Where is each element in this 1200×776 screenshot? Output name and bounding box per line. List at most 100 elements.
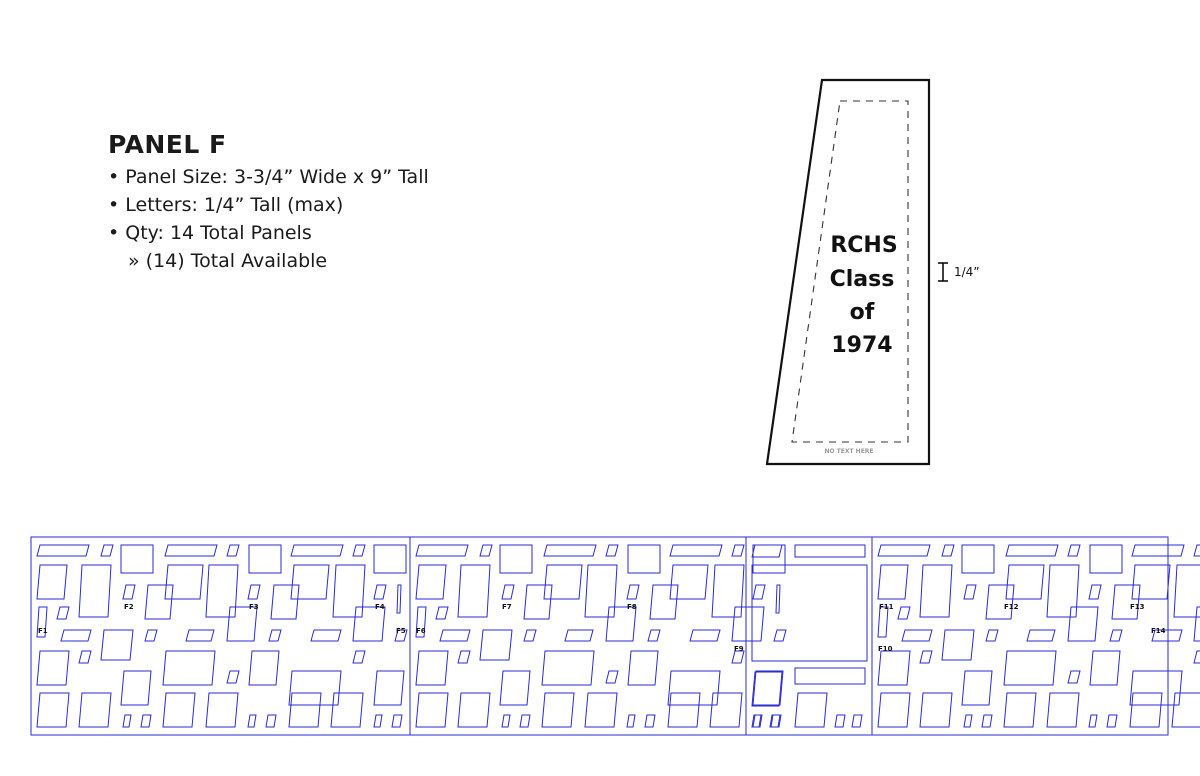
cutout xyxy=(288,670,342,706)
panel-label: F11 xyxy=(879,603,894,611)
cutout xyxy=(584,692,618,728)
panel-label: F4 xyxy=(375,603,385,611)
cutout xyxy=(1106,714,1118,728)
cutout xyxy=(523,584,553,620)
cutout xyxy=(919,564,953,618)
cutout xyxy=(961,670,993,706)
cutout xyxy=(439,629,471,642)
cutout xyxy=(140,714,152,728)
cutout xyxy=(457,564,491,618)
cutout xyxy=(1005,564,1045,600)
sample-line-1: RCHS xyxy=(830,233,897,258)
cutout xyxy=(247,584,261,600)
cutout xyxy=(501,584,515,600)
cutout xyxy=(352,606,386,642)
cutout xyxy=(1046,692,1080,728)
cutout xyxy=(144,629,158,642)
cutout xyxy=(901,629,933,642)
spec-letters: • Letters: 1/4” Tall (max) xyxy=(108,194,344,216)
cutout xyxy=(1067,606,1099,642)
cutout xyxy=(985,629,999,642)
cutout xyxy=(751,544,783,558)
panel-label: F8 xyxy=(627,603,637,611)
panel-label: F10 xyxy=(878,645,893,653)
cutout xyxy=(709,692,743,728)
strip-outline xyxy=(30,536,1169,736)
cutout xyxy=(1088,584,1102,600)
sample-line-4: 1974 xyxy=(831,333,892,358)
cutout xyxy=(773,629,787,642)
cutout xyxy=(457,650,471,664)
cutout xyxy=(36,692,70,728)
cutout xyxy=(415,544,469,557)
panel-outline xyxy=(765,78,931,466)
sample-line-3: of xyxy=(850,300,875,325)
cutout xyxy=(162,692,196,728)
cutout xyxy=(310,629,342,642)
cutout xyxy=(941,629,975,661)
panel-label: F3 xyxy=(249,603,259,611)
cutout xyxy=(877,564,909,600)
cutout xyxy=(751,671,783,707)
panel-labels: F1 F2 F3 F4 F5 F6 F7 F8 F9 F10 F11 F12 F… xyxy=(38,603,1166,653)
cutout xyxy=(731,606,765,642)
sample-line-2: Class xyxy=(830,267,895,292)
cutout xyxy=(1171,692,1200,728)
cutout xyxy=(731,544,745,557)
cutout xyxy=(247,714,257,728)
panel-label: F6 xyxy=(416,627,426,635)
cutout xyxy=(435,606,449,620)
cutout xyxy=(1005,544,1059,557)
cutout xyxy=(36,606,48,638)
cutout xyxy=(669,564,709,600)
cutout xyxy=(373,714,383,728)
cutout xyxy=(391,714,403,728)
cutout xyxy=(605,544,619,557)
cutout xyxy=(396,584,402,614)
cutout xyxy=(1003,650,1057,686)
panel-label: F5 xyxy=(396,627,406,635)
cutout xyxy=(564,629,594,642)
cutout xyxy=(1067,670,1081,684)
cutout xyxy=(288,692,322,728)
cutout xyxy=(1193,606,1200,642)
cutout xyxy=(330,692,364,728)
cutout xyxy=(1173,564,1200,618)
cutout xyxy=(499,544,533,574)
cutout xyxy=(415,606,427,638)
cutout xyxy=(185,629,215,642)
cutout xyxy=(877,544,931,557)
cutout xyxy=(543,564,583,600)
cutout xyxy=(373,670,405,706)
cutout xyxy=(963,584,977,600)
cutout xyxy=(669,544,723,557)
cutout xyxy=(144,584,174,620)
no-text-footer: NO TEXT HERE xyxy=(824,448,873,455)
cutout xyxy=(1129,670,1183,706)
cutout xyxy=(1088,714,1098,728)
cutout xyxy=(290,564,330,600)
cutout xyxy=(775,584,781,614)
cutout xyxy=(120,544,154,574)
cutout xyxy=(1089,650,1121,686)
letter-height-dimension: 1/4” xyxy=(938,262,980,282)
panel-label: F7 xyxy=(502,603,512,611)
cutout-shapes xyxy=(36,544,1200,728)
cutout xyxy=(1109,629,1123,642)
sample-panel: RCHS Class of 1974 NO TEXT HERE xyxy=(765,78,931,466)
spec-size: • Panel Size: 3-3/4” Wide x 9” Tall xyxy=(108,166,429,188)
cutout xyxy=(352,544,366,557)
cutout xyxy=(78,564,112,618)
cutout xyxy=(1129,692,1163,728)
cutout xyxy=(36,544,90,557)
cutout xyxy=(647,629,661,642)
cutout xyxy=(60,629,92,642)
cutout xyxy=(667,670,721,706)
cutout xyxy=(415,692,449,728)
cutout xyxy=(627,650,659,686)
cutout xyxy=(963,714,973,728)
cutout xyxy=(877,692,911,728)
cutout xyxy=(120,670,152,706)
cutout xyxy=(919,692,953,728)
panel-label: F14 xyxy=(1151,627,1166,635)
